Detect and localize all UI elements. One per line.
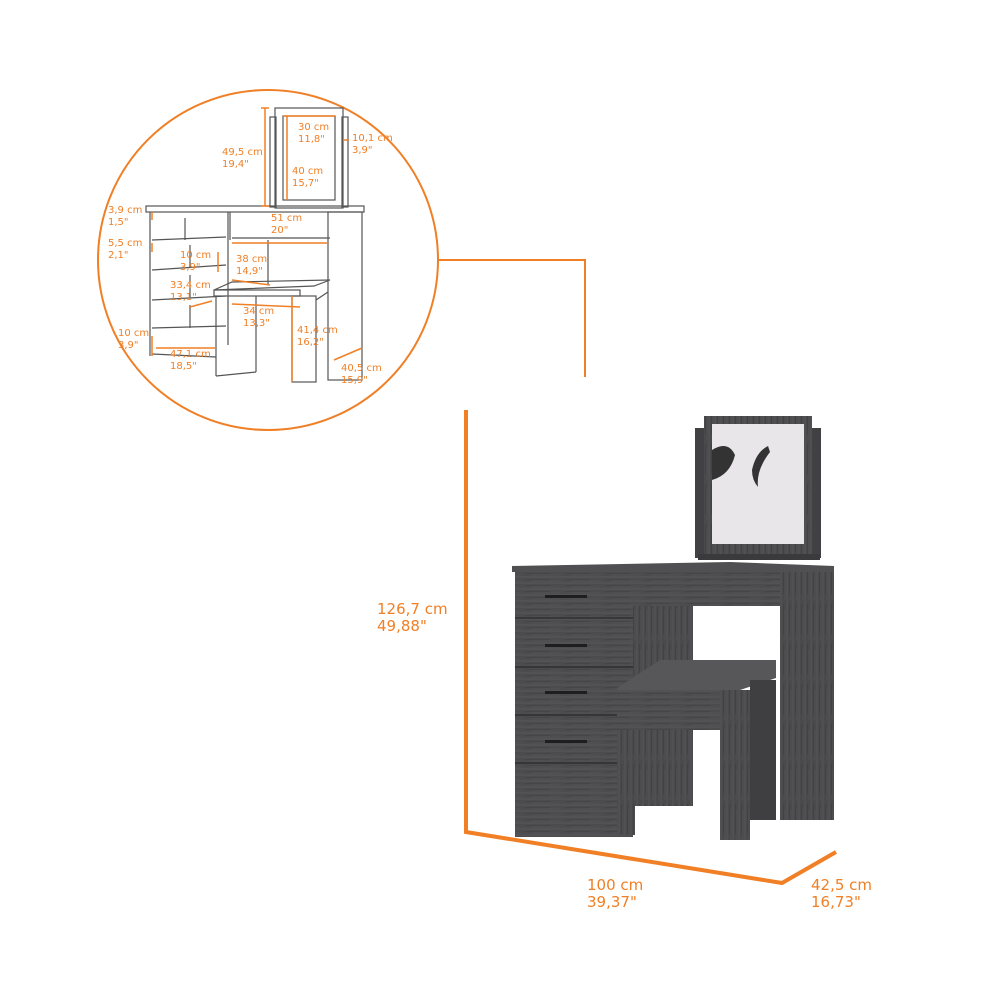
drawer-height-cm: 10 cm — [180, 250, 212, 261]
height-dimension-label: 126,7 cm 49,88" — [377, 601, 448, 634]
drawer-gap-cm: 5,5 cm — [108, 238, 143, 249]
mirror-width-label: 30 cm 11,8" — [298, 122, 329, 145]
height-cm: 126,7 cm — [377, 600, 448, 618]
stool-height-label: 41,4 cm 16,2" — [297, 325, 338, 348]
top-thickness-in: 1,5" — [108, 216, 129, 228]
drawer-depth-in: 13,1" — [170, 291, 197, 303]
top-thickness-cm: 3,9 cm — [108, 205, 143, 216]
plinth-height-cm: 10 cm — [118, 328, 150, 339]
desk-width-label: 51 cm 20" — [271, 213, 302, 236]
drawer-gap-label: 5,5 cm 2,1" — [108, 238, 142, 261]
leader-line — [438, 259, 586, 377]
stool-depth-in: 14,9" — [236, 265, 263, 277]
drawer-depth-label: 33,4 cm 13,1" — [170, 280, 211, 303]
drawer-handle — [545, 740, 587, 743]
mirror-stand-label: 10,1 cm 3,9" — [352, 133, 393, 156]
drawer-handle — [545, 691, 587, 694]
detail-dimension-lines — [151, 107, 363, 382]
width-in: 39,37" — [587, 892, 637, 911]
drawer-gap-in: 2,1" — [108, 249, 129, 261]
depth-in: 16,73" — [811, 892, 861, 911]
desk-width-cm: 51 cm — [271, 213, 303, 224]
stool-depth-cm: 38 cm — [236, 254, 268, 265]
mirror-inner-height-in: 15,7" — [292, 177, 319, 189]
stool-height-cm: 41,4 cm — [297, 325, 338, 336]
mirror-width-in: 11,8" — [298, 133, 325, 145]
width-cm: 100 cm — [587, 876, 644, 894]
desk-width-in: 20" — [271, 224, 289, 236]
drawer-handle — [545, 595, 587, 598]
plinth-height-label: 10 cm 3,9" — [118, 328, 149, 351]
width-dimension-label: 100 cm 39,37" — [587, 877, 643, 910]
main-dimension-line — [464, 410, 837, 886]
drawer-handle — [545, 644, 587, 647]
depth-dimension-label: 42,5 cm 16,73" — [811, 877, 872, 910]
depth-cm: 42,5 cm — [811, 876, 873, 894]
stool-width-cm: 34 cm — [243, 306, 275, 317]
mirror-height-cm: 49,5 cm — [222, 147, 263, 158]
mirror-width-cm: 30 cm — [298, 122, 330, 133]
plinth-height-in: 3,9" — [118, 339, 139, 351]
drawer-width-cm: 47,1 cm — [170, 349, 211, 360]
mirror-height-in: 19,4" — [222, 158, 249, 170]
desk-depth-in: 15,9" — [341, 374, 368, 386]
stool-width-in: 13,3" — [243, 317, 270, 329]
drawer-height-label: 10 cm 3,9" — [180, 250, 211, 273]
mirror-height-label: 49,5 cm 19,4" — [222, 147, 263, 170]
mirror-stand-in: 3,9" — [352, 144, 373, 156]
mirror-inner-height-label: 40 cm 15,7" — [292, 166, 323, 189]
drawer-width-label: 47,1 cm 18,5" — [170, 349, 211, 372]
drawer-depth-cm: 33,4 cm — [170, 280, 211, 291]
stool-depth-label: 38 cm 14,9" — [236, 254, 267, 277]
stool-height-in: 16,2" — [297, 336, 324, 348]
mirror-stand-cm: 10,1 cm — [352, 133, 393, 144]
drawer-height-in: 3,9" — [180, 261, 201, 273]
drawer-width-in: 18,5" — [170, 360, 197, 372]
mirror-inner-height-cm: 40 cm — [292, 166, 324, 177]
desk-depth-cm: 40,5 cm — [341, 363, 382, 374]
height-in: 49,88" — [377, 616, 427, 635]
top-thickness-label: 3,9 cm 1,5" — [108, 205, 142, 228]
stool-width-label: 34 cm 13,3" — [243, 306, 274, 329]
vanity-desk-image — [512, 416, 834, 840]
desk-depth-label: 40,5 cm 15,9" — [341, 363, 382, 386]
